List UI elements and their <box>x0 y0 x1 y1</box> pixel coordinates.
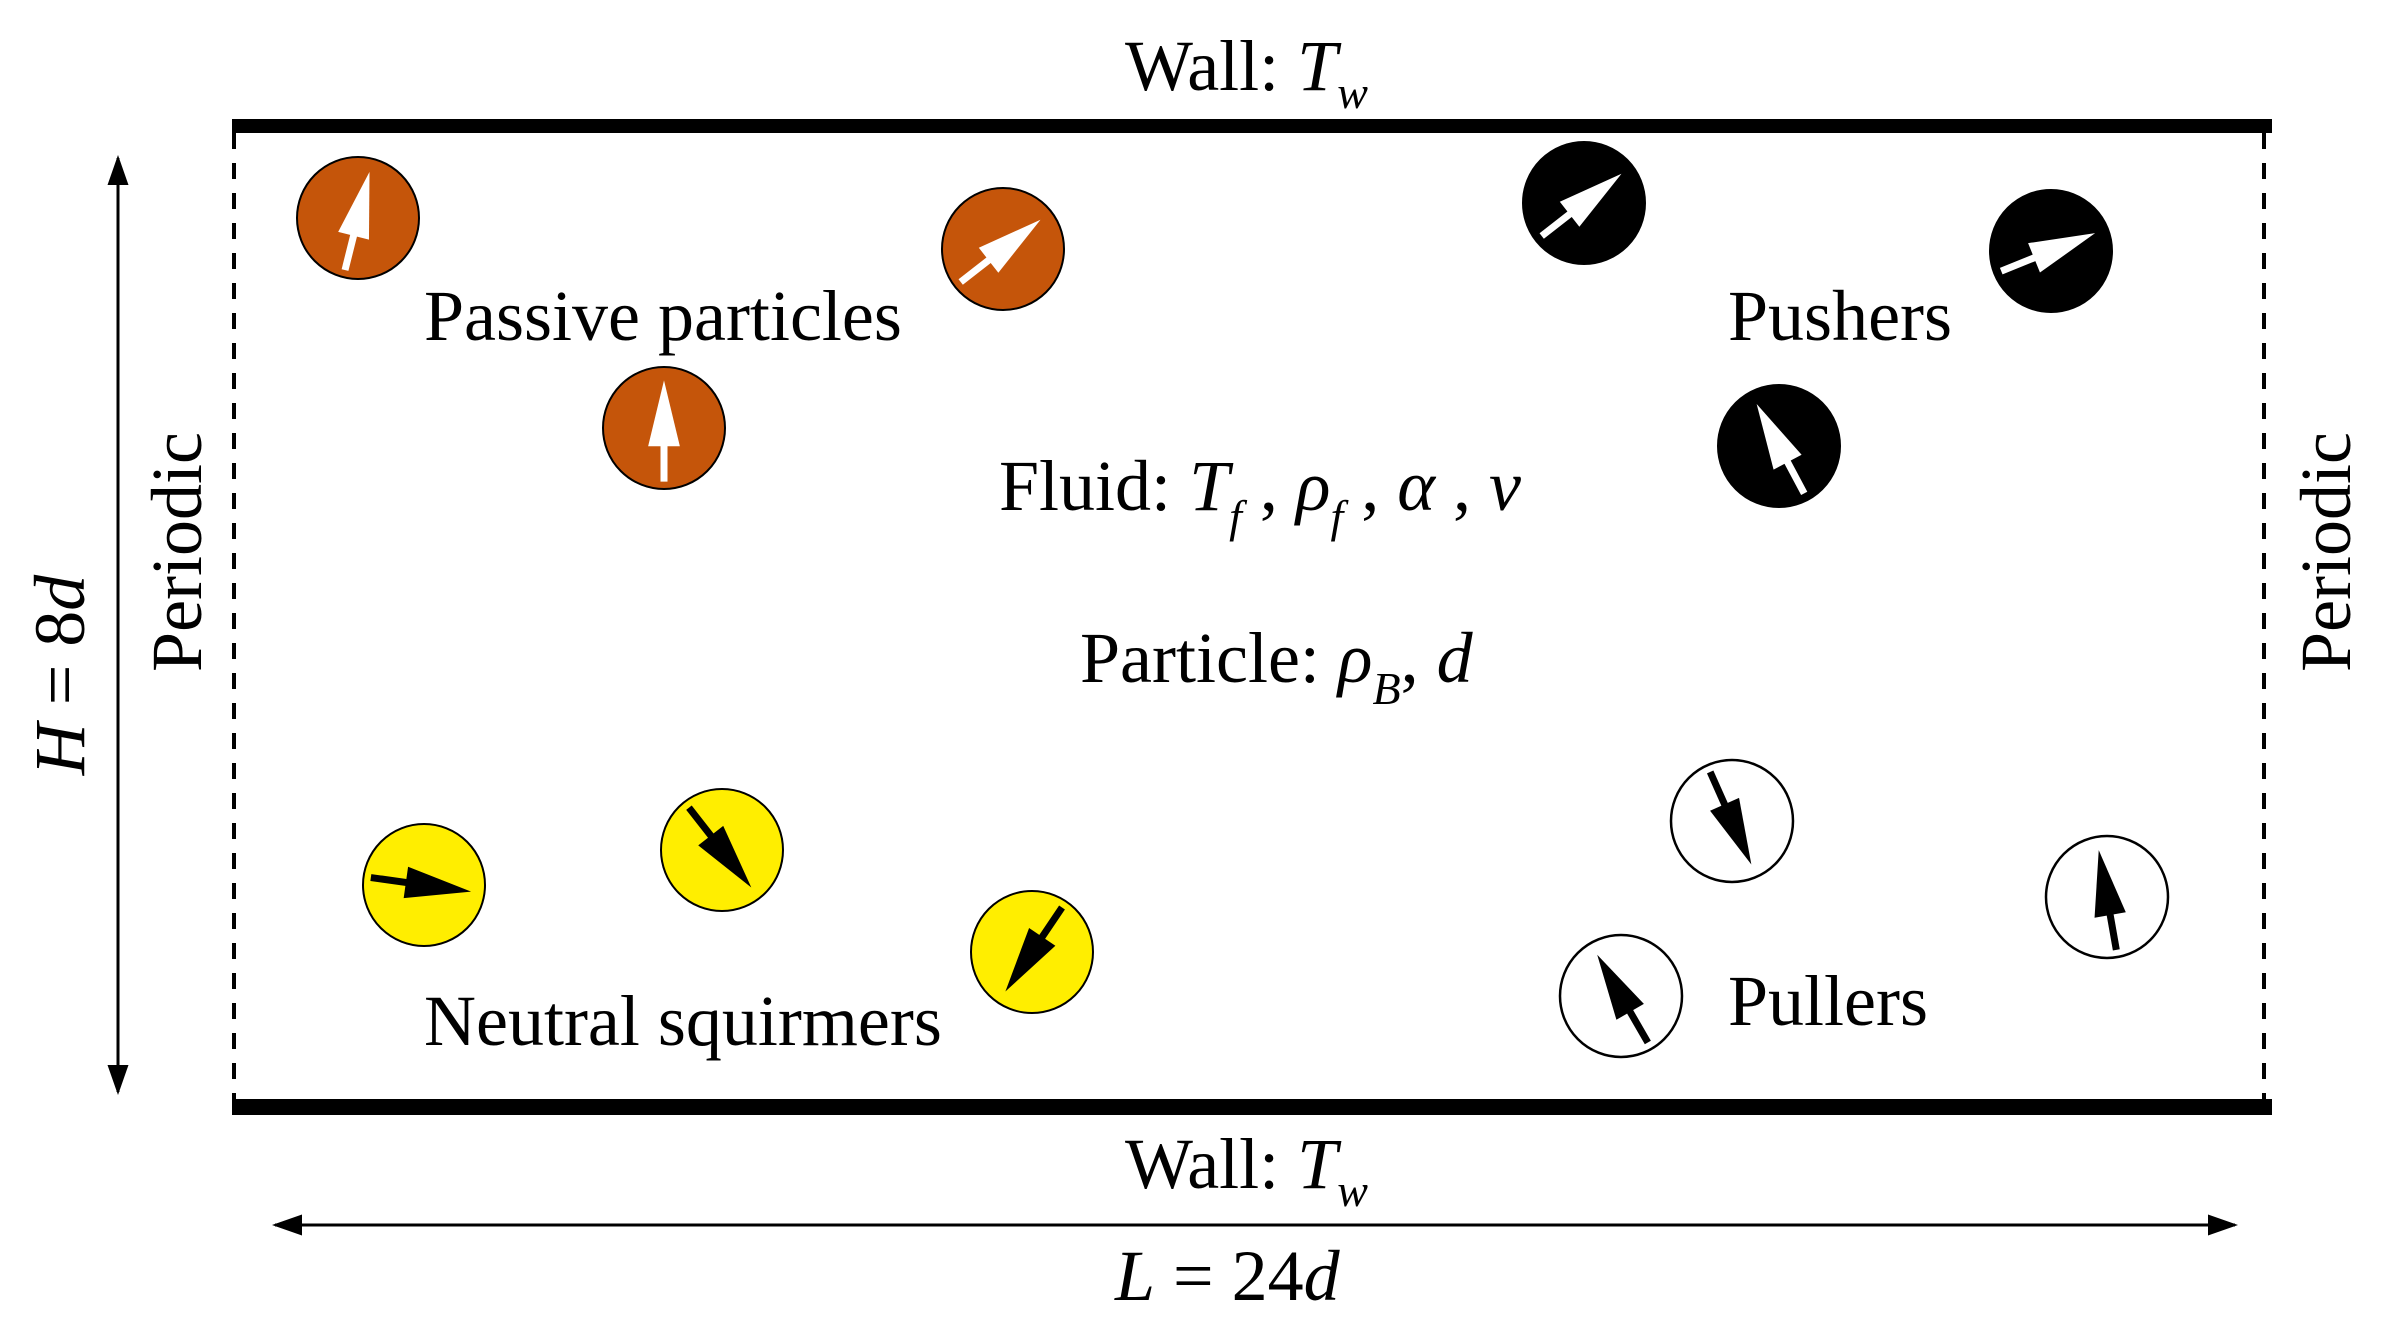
left-periodic-label: Periodic <box>137 432 217 672</box>
top-wall-label: Wall: Tw <box>1125 26 1368 118</box>
pullers-particle <box>2044 834 2170 960</box>
orientation-arrow-head <box>648 380 680 447</box>
orientation-arrow-head <box>2028 233 2096 273</box>
right-periodic-label: Periodic <box>2286 432 2366 672</box>
orientation-arrow-head <box>1597 954 1644 1020</box>
orientation-arrow-head <box>1005 927 1056 992</box>
pushers-particle <box>1717 384 1841 508</box>
passive-particle <box>602 366 726 490</box>
orientation-arrow-head <box>338 171 370 240</box>
length-label: L = 24d <box>1114 1236 1341 1316</box>
pushers-particle <box>1989 189 2113 313</box>
bottom-wall-label: Wall: Tw <box>1125 1124 1368 1216</box>
pullers-particle <box>1558 933 1684 1059</box>
pullers-label: Pullers <box>1728 961 1928 1041</box>
orientation-arrow-head <box>2094 850 2126 918</box>
fluid-properties-label: Fluid: Tf , ρf , α , ν <box>999 446 1521 542</box>
top-wall <box>232 119 2272 133</box>
orientation-arrow-head <box>1710 797 1752 865</box>
bottom-wall <box>232 1099 2272 1115</box>
orientation-arrow-head <box>978 219 1041 273</box>
particles-layer <box>296 141 2170 1059</box>
orientation-arrow-head <box>1559 173 1622 227</box>
pushers-label: Pushers <box>1728 276 1952 356</box>
passive-particle <box>941 187 1065 311</box>
passive-particles-label: Passive particles <box>424 276 902 356</box>
orientation-arrow-head <box>698 825 752 888</box>
neutral-squirmers-label: Neutral squirmers <box>424 981 942 1061</box>
neutral-particle <box>970 890 1094 1014</box>
orientation-arrow-head <box>1756 403 1802 470</box>
neutral-particle <box>362 823 486 947</box>
passive-particle <box>296 156 420 280</box>
neutral-particle <box>660 788 784 912</box>
orientation-arrow-head <box>403 866 472 899</box>
pushers-particle <box>1522 141 1646 265</box>
particle-properties-label: Particle: ρB, d <box>1080 618 1474 714</box>
height-label: H = 8d <box>20 574 100 777</box>
pullers-particle <box>1669 758 1795 884</box>
